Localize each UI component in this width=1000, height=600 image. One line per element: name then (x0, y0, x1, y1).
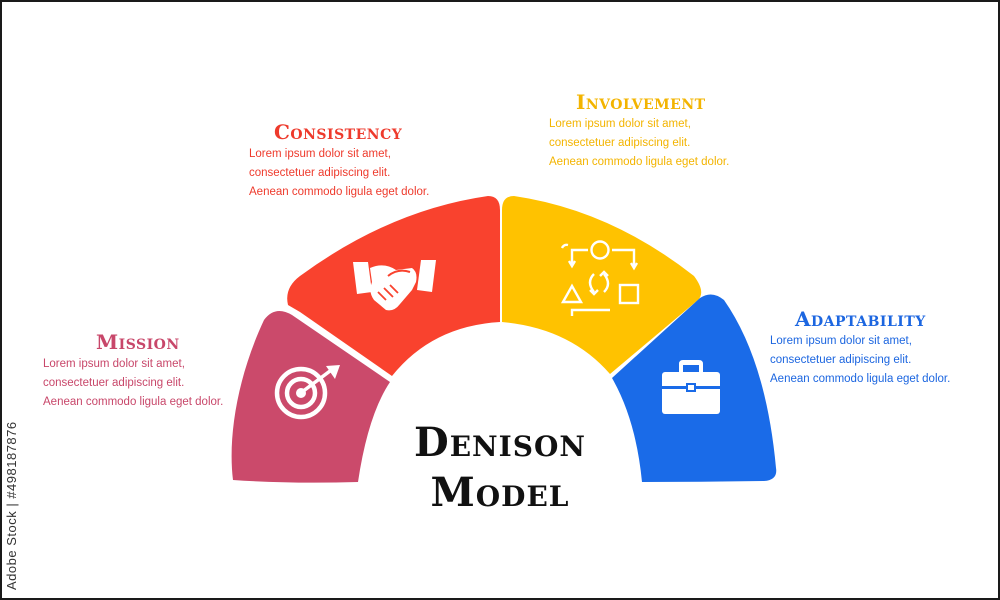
stock-watermark-id: Adobe Stock | #498187876 (4, 421, 19, 590)
mission-heading: Mission (96, 330, 180, 354)
involvement-line: Aenean commodo ligula eget dolor. (549, 156, 730, 168)
target-icon (274, 365, 340, 420)
mission-segment (231, 311, 390, 483)
diagram-title: Denison Model (370, 418, 630, 518)
adaptability-heading: Adaptability (795, 307, 926, 331)
consistency-line: consectetuer adipiscing elit. (249, 167, 391, 179)
adaptability-line: consectetuer adipiscing elit. (770, 354, 912, 366)
mission-line: consectetuer adipiscing elit. (43, 377, 185, 389)
involvement-line: Lorem ipsum dolor sit amet, (549, 118, 691, 130)
involvement-description: Lorem ipsum dolor sit amet, consectetuer… (549, 115, 729, 172)
mission-line: Aenean commodo ligula eget dolor. (43, 396, 224, 408)
briefcase-icon (662, 360, 720, 414)
adaptability-description: Lorem ipsum dolor sit amet, consectetuer… (770, 332, 950, 389)
adaptability-line: Aenean commodo ligula eget dolor. (770, 373, 951, 385)
cycle-shapes-icon (560, 240, 640, 316)
mission-line: Lorem ipsum dolor sit amet, (43, 358, 185, 370)
consistency-line: Aenean commodo ligula eget dolor. (249, 186, 430, 198)
adaptability-line: Lorem ipsum dolor sit amet, (770, 335, 912, 347)
mission-description: Lorem ipsum dolor sit amet, consectetuer… (43, 355, 223, 412)
involvement-line: consectetuer adipiscing elit. (549, 137, 691, 149)
handshake-icon (353, 260, 436, 311)
title-line-2: Model (430, 469, 570, 516)
consistency-heading: Consistency (274, 120, 403, 144)
consistency-line: Lorem ipsum dolor sit amet, (249, 148, 391, 160)
involvement-segment (502, 196, 702, 374)
involvement-heading: Involvement (576, 90, 706, 114)
consistency-description: Lorem ipsum dolor sit amet, consectetuer… (249, 145, 429, 202)
title-line-1: Denison (414, 419, 586, 466)
